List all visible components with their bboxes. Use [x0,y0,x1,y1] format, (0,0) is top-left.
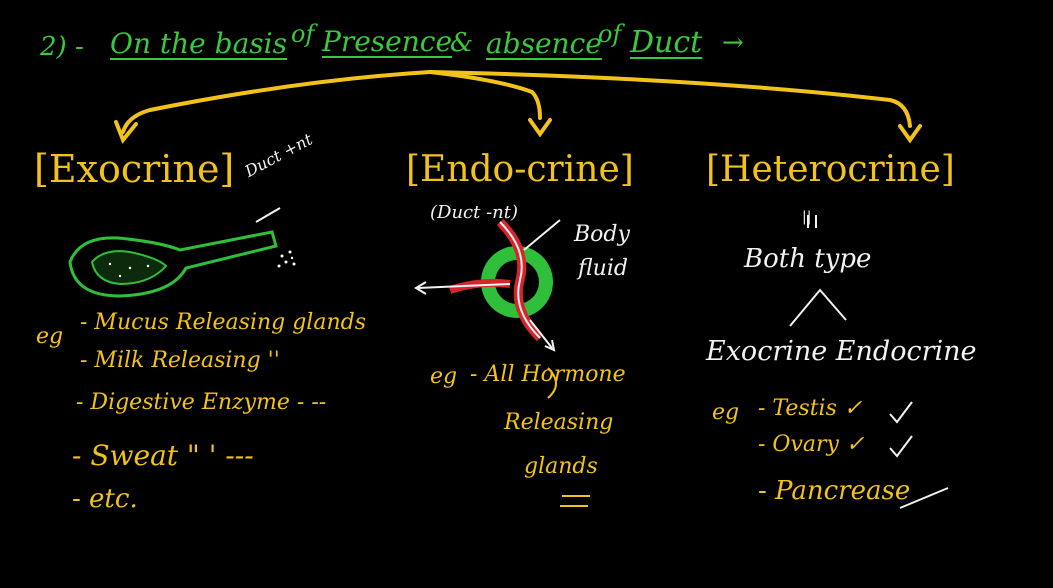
endocrine-example-1: - All Hormone [470,362,626,387]
endocrine-example-2: Releasing [504,410,614,435]
heterocrine-split-lines [789,215,847,327]
heading-amp: & [450,28,474,58]
endocrine-strokes [547,367,590,507]
exocrine-gland-drawing [68,207,296,298]
heading-of-2: of [598,20,622,48]
heterocrine-example-2: - Ovary ✓ [758,432,865,457]
endocrine-example-3: glands [524,454,598,479]
arrow-to-heterocrine [428,70,912,128]
exocrine-example-4: - Sweat " ' --- [72,439,254,472]
heterocrine-example-1: - Testis ✓ [758,396,863,421]
heading-absence: absence [486,27,602,60]
endocrine-title: [Endo-crine] [406,149,634,190]
arrow-to-endocrine [428,70,542,120]
heterocrine-equals: || [802,209,812,225]
endocrine-gland-drawing [414,218,561,352]
exocrine-example-3: - Digestive Enzyme - -- [76,390,327,415]
heterocrine-title: [Heterocrine] [706,149,955,190]
endocrine-duct-note: (Duct -nt) [430,202,519,223]
exocrine-title: [Exocrine] [34,147,235,191]
endocrine-body: Body [574,222,630,247]
endocrine-eg: eg [430,364,458,389]
heading-duct: Duct [630,25,703,60]
exocrine-eg: eg [36,324,64,349]
heterocrine-both-type: Both type [744,244,872,274]
check-marks [889,401,949,509]
heading-on-the-basis: On the basis [110,27,287,60]
heterocrine-example-3: - Pancrease [758,476,911,506]
exocrine-example-1: - Mucus Releasing glands [80,310,366,335]
exocrine-example-2: - Milk Releasing '' [80,348,280,373]
heading-of-1: of [291,20,315,48]
exocrine-example-5: - etc. [72,484,138,514]
branch-arrows [114,70,922,144]
heterocrine-split: Exocrine Endocrine [706,336,977,367]
heading-number: 2) - [40,32,84,62]
endocrine-fluid: fluid [578,256,628,281]
heading-presence: Presence [322,25,453,58]
heading-arrow: → [722,28,744,58]
heterocrine-eg: eg [712,400,740,425]
arrow-to-exocrine [121,70,432,134]
